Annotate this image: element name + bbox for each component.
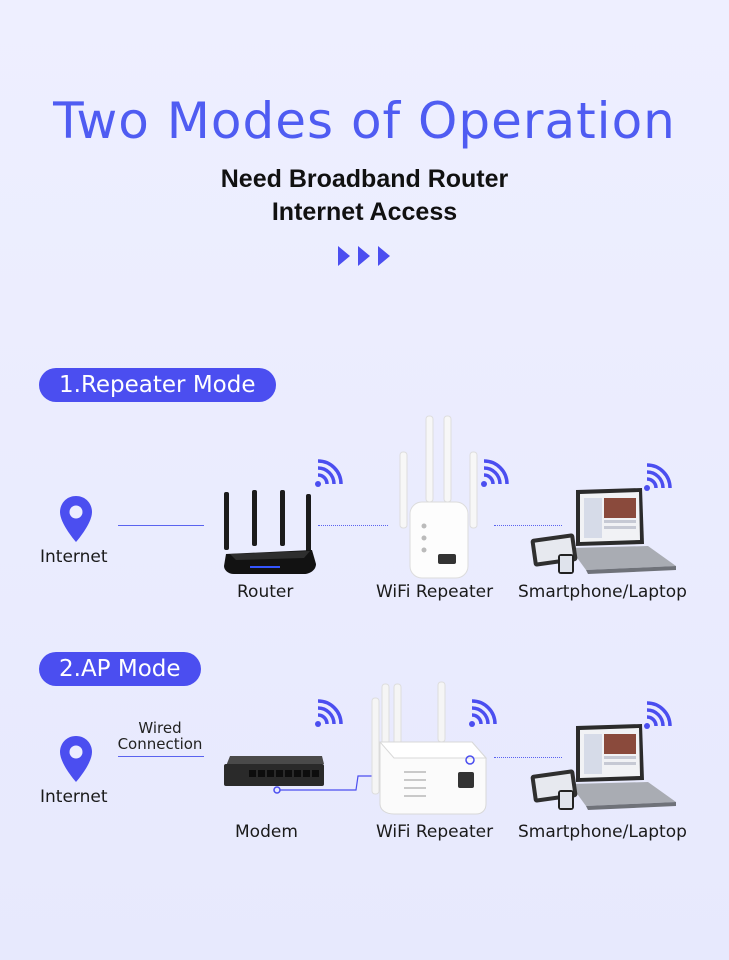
devices-label: Smartphone/Laptop [518,582,687,602]
wired-line-1: Wired [138,719,182,737]
wifi-signal-icon [315,459,343,487]
wifi-signal-icon [481,459,509,487]
repeater-label: WiFi Repeater [376,822,494,842]
wifi-signal-icon [469,699,497,727]
wifi-repeater-icon [371,681,488,815]
wifi-signal-icon [315,699,343,727]
page-subtitle: Need Broadband Router Internet Access [0,163,729,229]
location-pin-icon [60,496,92,542]
repeater-label: WiFi Repeater [376,582,494,602]
page-title: Two Modes of Operation [53,92,676,150]
wired-connection-label: Wired Connection [112,720,208,752]
internet-label: Internet [40,787,108,807]
internet-modem-link [118,756,204,757]
laptop-icon [530,724,676,810]
wifi-signal-icon [644,463,672,491]
triple-arrow-icon [338,246,390,266]
router-repeater-link [318,525,388,526]
network-switch-icon [224,756,324,794]
devices-label: Smartphone/Laptop [518,822,687,842]
subtitle-line-2: Internet Access [271,198,458,226]
internet-router-link [118,525,204,526]
wifi-signal-icon [644,701,672,729]
repeater-devices-link [494,757,562,758]
router-label: Router [237,582,294,602]
laptop-icon [530,488,676,574]
ap-mode-badge: 2.AP Mode [39,652,201,686]
wired-line-2: Connection [117,735,203,753]
repeater-devices-link [494,525,562,526]
modem-label: Modem [235,822,298,842]
internet-label: Internet [40,547,108,567]
subtitle-line-1: Need Broadband Router [220,165,509,193]
repeater-mode-badge: 1.Repeater Mode [39,368,276,402]
location-pin-icon [60,736,92,782]
router-icon [224,490,316,574]
wifi-repeater-icon [399,415,478,579]
